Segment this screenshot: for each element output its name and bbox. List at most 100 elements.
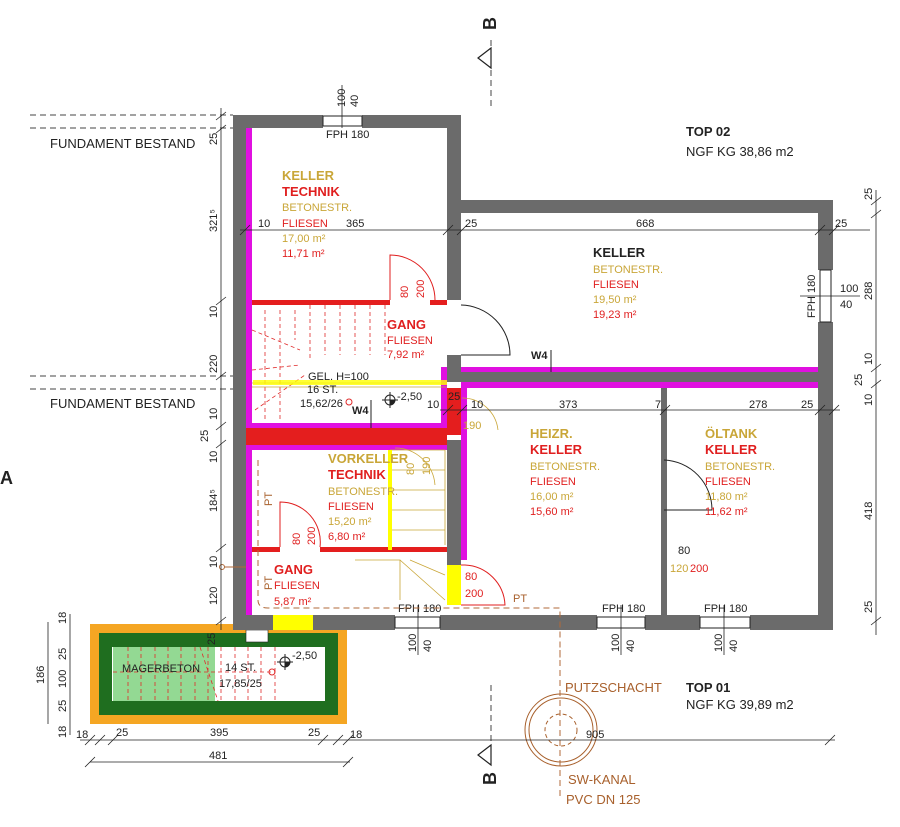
room-keller: KELLER BETONESTR. FLIESEN 19,50 m² 19,23… [593, 245, 663, 321]
exterior-stair-pit [90, 624, 347, 724]
dimension-label: 10 [863, 394, 875, 406]
room-gang-lower: GANG FLIESEN 5,87 m² [274, 562, 320, 608]
dimension-label: 10 [208, 408, 220, 420]
window-width: 100 [610, 634, 622, 652]
svg-text:FLIESEN: FLIESEN [328, 501, 374, 513]
dimension-label: 10 [208, 451, 220, 463]
door-height: 200 [415, 280, 427, 298]
window-width: 100 [407, 634, 419, 652]
section-marker-b-bottom: B [477, 685, 500, 785]
dimension-label: 278 [749, 399, 767, 411]
dimension-label: 25 [57, 700, 69, 712]
level-marker-icon [382, 392, 398, 408]
dimension-lines [47, 108, 882, 768]
svg-text:19,50 m²: 19,50 m² [593, 294, 637, 306]
section-marker-a: A [0, 468, 13, 488]
window-label: FPH 180 [704, 603, 747, 615]
svg-text:11,80 m²: 11,80 m² [705, 491, 748, 503]
svg-text:FLIESEN: FLIESEN [274, 580, 320, 592]
dimension-label: 100 [57, 670, 69, 688]
unit-area: NGF KG 38,86 m2 [686, 144, 794, 159]
dimension-label: 10 [427, 399, 439, 411]
door-height: 190 [463, 420, 481, 432]
dimension-label: 25 [863, 601, 875, 613]
window-label: FPH 180 [398, 603, 441, 615]
stair-railing: GEL. H=100 [308, 371, 369, 383]
dimension-label: 395 [210, 727, 228, 739]
dimension-label: 10 [863, 353, 875, 365]
svg-text:BETONESTR.: BETONESTR. [282, 202, 352, 214]
wall-type-label: W4 [352, 405, 369, 417]
door-height: 200 [306, 527, 318, 545]
room-keller-technik: KELLER TECHNIK BETONESTR. FLIESEN 17,00 … [282, 168, 352, 260]
dimension-label: 18 [57, 726, 69, 738]
unit-label: TOP 01 [686, 680, 730, 695]
window [394, 605, 751, 655]
svg-text:BETONESTR.: BETONESTR. [328, 486, 398, 498]
dimension-label: 10 [208, 306, 220, 318]
dimension-label: 25 [206, 633, 218, 645]
svg-text:FLIESEN: FLIESEN [705, 476, 751, 488]
window [800, 269, 860, 323]
door-height: 200 [465, 588, 483, 600]
sewer-label: SW-KANAL [568, 772, 636, 787]
fundament-label: FUNDAMENT BESTAND [50, 396, 195, 411]
level-marker-icon [277, 654, 293, 670]
door-sill: 120 [670, 563, 688, 575]
door-width: 80 [465, 571, 477, 583]
svg-text:GANG: GANG [387, 317, 426, 332]
fundament-label: FUNDAMENT BESTAND [50, 136, 195, 151]
svg-text:FLIESEN: FLIESEN [530, 476, 576, 488]
window [322, 85, 363, 128]
window-label: FPH 180 [602, 603, 645, 615]
svg-text:KELLER: KELLER [705, 442, 758, 457]
insulation [246, 128, 818, 615]
window-height: 40 [625, 640, 637, 652]
dimension-label: 668 [636, 218, 654, 230]
pipe-label: PVC DN 125 [566, 792, 640, 807]
svg-text:11,62 m²: 11,62 m² [705, 506, 748, 518]
window-height: 40 [840, 299, 852, 311]
fundament-lines [30, 114, 233, 390]
svg-text:BETONESTR.: BETONESTR. [593, 264, 663, 276]
svg-text:B: B [480, 772, 500, 785]
dimension-label: 418 [863, 502, 875, 520]
svg-text:BETONESTR.: BETONESTR. [530, 461, 600, 473]
pt-label: PT [513, 593, 527, 605]
door-height: 190 [421, 457, 433, 475]
dimension-label: 18 [350, 729, 362, 741]
svg-text:FLIESEN: FLIESEN [282, 218, 328, 230]
svg-text:GANG: GANG [274, 562, 313, 577]
dimension-label: 18 [57, 612, 69, 624]
dimension-label: 25 [448, 391, 460, 403]
wall-type-label: W4 [531, 350, 548, 362]
exterior-stair-steps: 14 ST. [225, 662, 256, 674]
svg-text:16,00 m²: 16,00 m² [530, 491, 574, 503]
svg-text:BETONESTR.: BETONESTR. [705, 461, 775, 473]
svg-text:FLIESEN: FLIESEN [593, 279, 639, 291]
dimension-label: 25 [308, 727, 320, 739]
dimension-label: 481 [209, 750, 227, 762]
svg-text:FLIESEN: FLIESEN [387, 335, 433, 347]
section-marker-b-top: B [477, 17, 500, 110]
svg-text:B: B [480, 17, 500, 30]
dimension-label: 288 [863, 282, 875, 300]
dimension-label: 25 [835, 218, 847, 230]
main-stair [251, 305, 447, 601]
dimension-label: 184⁵ [208, 489, 220, 512]
dimension-label: 18 [76, 729, 88, 741]
svg-text:ÖLTANK: ÖLTANK [705, 426, 758, 441]
window-width: 100 [713, 634, 725, 652]
door-swings [279, 254, 713, 606]
window-label: FPH 180 [806, 275, 818, 318]
svg-text:11,71 m²: 11,71 m² [282, 248, 325, 260]
room-gang-upper: GANG FLIESEN 7,92 m² [387, 317, 433, 361]
svg-text:KELLER: KELLER [530, 442, 583, 457]
dimension-label: 25 [208, 133, 220, 145]
window-height: 40 [349, 95, 361, 107]
window-height: 40 [728, 640, 740, 652]
svg-text:TECHNIK: TECHNIK [328, 467, 386, 482]
door-width: 80 [291, 533, 303, 545]
stair-steps: 16 ST. [307, 384, 338, 396]
dimension-label: 373 [559, 399, 577, 411]
